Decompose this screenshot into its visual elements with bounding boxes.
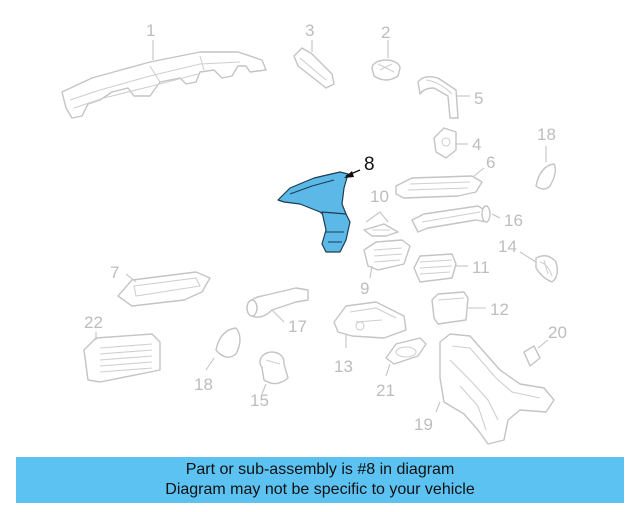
part-8-duct-highlighted[interactable]: 8	[277, 154, 375, 253]
callout-17: 17	[288, 317, 307, 336]
banner-line-2: Diagram may not be specific to your vehi…	[165, 481, 475, 498]
part-20-flap: 20	[523, 323, 567, 367]
callout-15: 15	[250, 391, 269, 410]
callout-21: 21	[376, 381, 395, 400]
part-17-elbow-duct: 17	[246, 287, 309, 336]
callout-8: 8	[364, 154, 375, 175]
banner-line-1: Part or sub-assembly is #8 in diagram	[185, 461, 455, 478]
callout-14: 14	[498, 237, 517, 256]
part-3-bracket: 3	[293, 21, 335, 89]
callout-9: 9	[360, 279, 369, 298]
part-14-cone-vent: 14	[498, 237, 559, 283]
part-1-dash-duct: 1	[61, 21, 267, 119]
part-15-nozzle: 15	[250, 351, 289, 410]
callout-11: 11	[472, 258, 490, 277]
part-22-vent-panel: 22	[83, 313, 161, 383]
part-9-louver: 9	[360, 239, 411, 298]
info-banner: Part or sub-assembly is #8 in diagram Di…	[16, 457, 624, 503]
part-21-oval-vent: 21	[376, 337, 427, 400]
part-12-square-vent: 12	[431, 291, 509, 325]
part-2-round-vent: 2	[371, 23, 401, 81]
part-13-housing: 13	[333, 301, 407, 376]
callout-18-lower: 18	[194, 375, 213, 394]
callout-10: 10	[370, 187, 389, 206]
part-4-fitting: 4	[433, 127, 481, 159]
parts-diagram: 1 3 2 5 4 18 6	[61, 21, 567, 445]
part-5-hose: 5	[417, 75, 483, 119]
callout-7: 7	[110, 263, 119, 282]
callout-2: 2	[381, 23, 390, 42]
callout-4: 4	[472, 135, 481, 154]
part-18-cap-lower: 18	[194, 327, 241, 394]
callout-22: 22	[84, 313, 103, 332]
part-11-vent: 11	[413, 253, 490, 283]
callout-6: 6	[486, 153, 495, 172]
callout-20: 20	[548, 323, 567, 342]
part-10-clip: 10	[363, 187, 399, 237]
part-19-floor-duct: 19	[414, 333, 555, 445]
part-16-duct: 16	[411, 205, 523, 233]
part-7-long-grille: 7	[110, 263, 211, 307]
callout-5: 5	[474, 89, 483, 108]
part-18-cap-upper: 18	[535, 125, 557, 190]
callout-1: 1	[146, 21, 155, 40]
callout-16: 16	[504, 211, 523, 230]
part-6-grille: 6	[395, 153, 495, 199]
callout-19: 19	[414, 415, 433, 434]
callout-12: 12	[490, 300, 509, 319]
callout-13: 13	[334, 357, 353, 376]
callout-3: 3	[305, 21, 314, 40]
callout-18-upper: 18	[537, 125, 556, 144]
